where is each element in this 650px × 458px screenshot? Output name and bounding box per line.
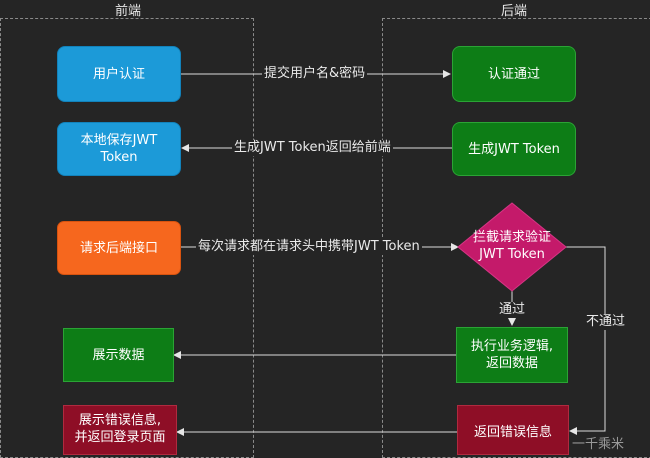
edge-fail [566, 246, 606, 435]
intercept-label: 拦截请求验证 JWT Token [457, 229, 567, 263]
connectors [173, 70, 606, 436]
exec-logic-label-1: 执行业务逻辑, [470, 339, 554, 354]
request-api-label: 请求后端接口 [79, 240, 158, 256]
return-error-node: 返回错误信息 [457, 405, 569, 455]
submit-credentials-label: 提交用户名&密码 [262, 66, 368, 82]
fail-label: 不通过 [584, 314, 628, 330]
return-error-label: 返回错误信息 [473, 425, 552, 440]
save-jwt-node: 本地保存JWT Token [57, 122, 181, 176]
user-auth-node: 用户认证 [57, 46, 181, 102]
gen-jwt-label: 生成JWT Token [468, 141, 560, 157]
show-error-node: 展示错误信息, 并返回登录页面 [63, 405, 177, 455]
auth-pass-node: 认证通过 [452, 46, 576, 102]
gen-jwt-node: 生成JWT Token [452, 122, 576, 176]
intercept-label-2: JWT Token [479, 247, 545, 262]
watermark: 一千乘米 [572, 437, 625, 452]
exec-logic-node: 执行业务逻辑, 返回数据 [456, 327, 568, 383]
show-error-label-1: 展示错误信息, [78, 413, 162, 428]
show-data-node: 展示数据 [63, 328, 174, 382]
intercept-diamond [457, 202, 567, 292]
request-api-node: 请求后端接口 [57, 221, 181, 275]
exec-logic-label-2: 返回数据 [485, 356, 538, 371]
show-error-label-2: 并返回登录页面 [74, 430, 166, 445]
auth-pass-label: 认证通过 [487, 66, 540, 82]
user-auth-label: 用户认证 [92, 66, 145, 82]
intercept-label-1: 拦截请求验证 [472, 230, 551, 245]
backend-lane-title: 后端 [500, 4, 527, 19]
save-jwt-label-2: Token [100, 150, 138, 165]
save-jwt-label-1: 本地保存JWT [80, 133, 158, 148]
pass-label: 通过 [497, 302, 528, 318]
frontend-lane-title: 前端 [114, 4, 141, 19]
show-data-label: 展示数据 [92, 347, 145, 363]
carry-token-label: 每次请求都在请求头中携带JWT Token [196, 239, 422, 255]
return-token-label: 生成JWT Token返回给前端 [232, 140, 393, 156]
